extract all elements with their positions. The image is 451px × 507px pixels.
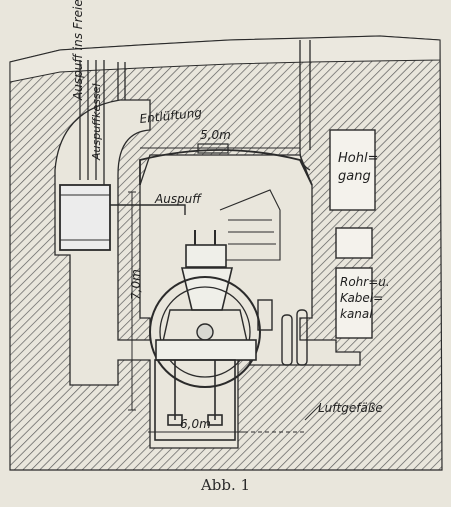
label-rohr-line2: Kabel= bbox=[340, 291, 383, 305]
exhaust-shafts bbox=[79, 40, 311, 185]
label-rohr-line3: kanal bbox=[340, 307, 373, 321]
label-luftgefaesse: Luftgefäße bbox=[318, 401, 383, 415]
diesel-engine bbox=[149, 230, 261, 388]
staircase bbox=[219, 189, 281, 261]
hall-ceiling bbox=[139, 149, 313, 186]
hohlgang-chamber bbox=[329, 129, 376, 211]
label-entlueftung: Entlüftung bbox=[139, 105, 203, 126]
exhaust-silencer bbox=[59, 184, 186, 251]
small-chamber bbox=[335, 227, 373, 259]
label-width-top: 5,0m bbox=[200, 128, 231, 142]
label-height: 7,0m bbox=[129, 269, 143, 300]
label-hohlgang-line1: Hohl= bbox=[338, 151, 378, 166]
labels: Auspuff ins Freie Auspuffkessel Entlüftu… bbox=[71, 0, 390, 431]
engine-foundation bbox=[154, 359, 236, 441]
label-auspuff-ins-freie: Auspuff ins Freie bbox=[71, 0, 85, 101]
cable-duct-chamber bbox=[335, 267, 373, 339]
figure-caption: Abb. 1 bbox=[200, 476, 251, 494]
ceiling-vent bbox=[197, 143, 229, 154]
label-auspuff: Auspuff bbox=[154, 192, 202, 206]
air-vessels bbox=[257, 299, 308, 366]
label-width-bottom: 6,0m bbox=[180, 417, 211, 431]
label-rohr-line1: Rohr=u. bbox=[340, 275, 390, 289]
label-auspuffkessel: Auspuffkessel bbox=[90, 83, 103, 161]
dimension-lines bbox=[128, 191, 321, 433]
label-hohlgang-line2: gang bbox=[338, 169, 371, 184]
